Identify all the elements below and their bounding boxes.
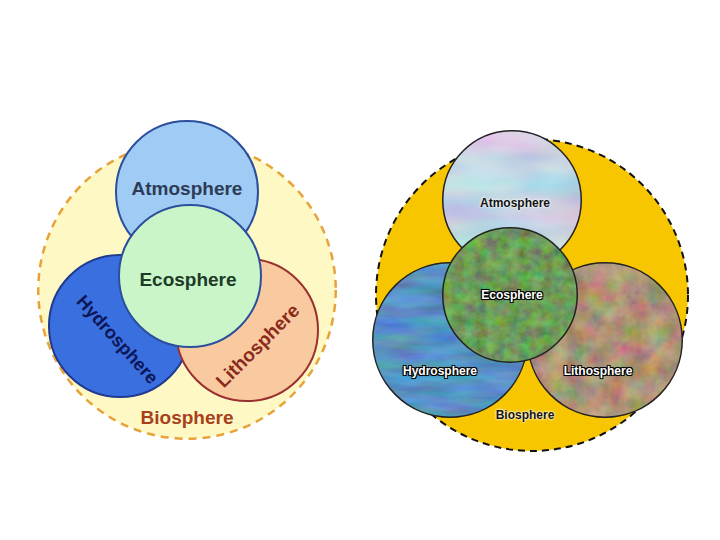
shape-fill [119,205,261,347]
sphere-label: Ecosphere [139,269,236,291]
shape-border [38,141,336,439]
shape-fill [38,141,336,439]
ecosphere-circle: Ecosphere [442,227,578,363]
shape-fill [443,228,578,363]
sphere-label: Biosphere [496,409,555,423]
sphere-label: Biosphere [141,407,234,429]
biosphere-region: BiosphereAtmosphereHydrosphereLithospher… [37,140,337,440]
biosphere-region: Biosphere AtmosphereHydrosphere Lithospher… [375,138,689,452]
sphere-label: Hydrosphere [403,365,477,379]
sphere-label: Lithosphere [564,365,633,379]
shape-border [443,228,578,363]
sphere-label: Atmosphere [480,197,550,211]
shape-border [119,205,261,347]
sphere-label: Atmosphere [132,178,243,200]
sphere-label: Ecosphere [481,289,542,303]
ecosphere-circle: Ecosphere [118,204,262,348]
